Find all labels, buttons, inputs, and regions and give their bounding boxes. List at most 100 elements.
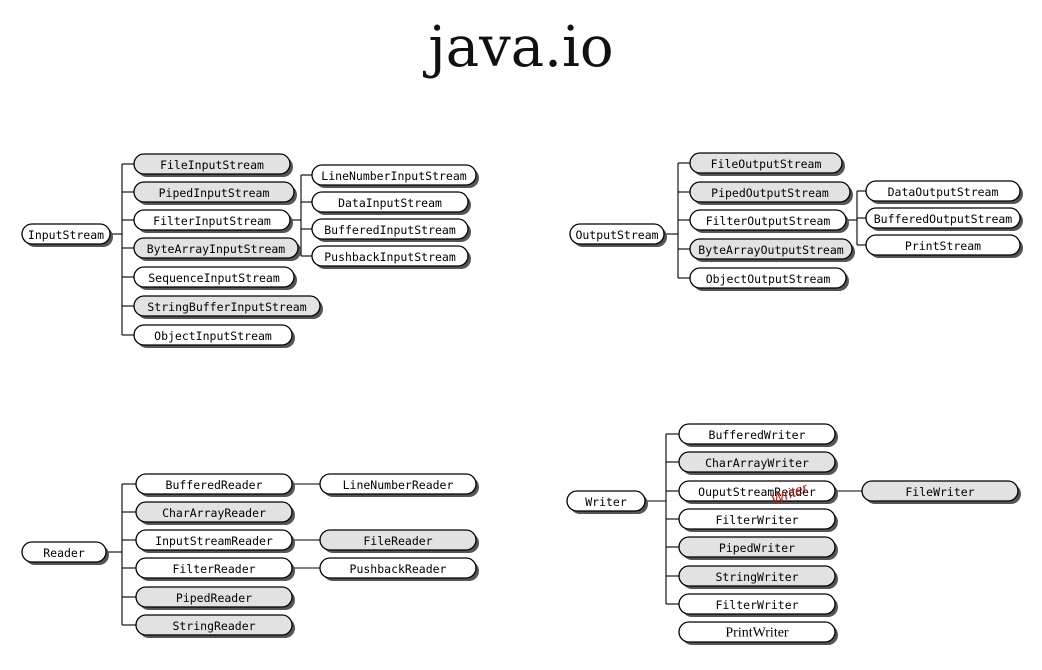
class-node-data-output-stream: DataOutputStream [865, 180, 1023, 204]
connectors [106, 162, 866, 626]
node-label: ByteArrayOutputStream [698, 243, 843, 257]
class-node-file-writer: FileWriter [861, 480, 1021, 504]
class-node-piped-input-stream: PipedInputStream [133, 181, 297, 205]
class-node-string-reader: StringReader [135, 614, 295, 638]
node-pill [678, 480, 836, 502]
node-label: BufferedInputStream [324, 223, 456, 237]
node-label: FilterReader [172, 562, 255, 576]
node-pill [133, 153, 291, 175]
class-node-input-stream: InputStream [21, 223, 113, 247]
node-pill [678, 536, 836, 558]
class-node-input-stream-reader: InputStreamReader [135, 529, 295, 553]
class-node-object-output-stream: ObjectOutputStream [689, 267, 849, 291]
node-pill [133, 324, 293, 346]
node-label: PipedWriter [719, 541, 795, 555]
node-pill [311, 164, 477, 186]
node-pill [135, 586, 293, 608]
node-pill [678, 621, 836, 643]
class-node-buffered-reader: BufferedReader [135, 473, 295, 497]
class-node-byte-array-output-stream: ByteArrayOutputStream [689, 238, 855, 262]
class-node-output-stream: OutputStream [569, 223, 667, 247]
class-node-filter-input-stream: FilterInputStream [133, 209, 293, 233]
node-pill [21, 541, 107, 563]
class-node-filter-writer: FilterWriter [678, 593, 838, 617]
class-node-line-number-reader: LineNumberReader [319, 473, 479, 497]
node-pill [566, 490, 646, 512]
node-pill [133, 181, 295, 203]
node-label: OuputStreamReader [698, 485, 816, 499]
node-pill [133, 266, 295, 288]
class-node-piped-reader: PipedReader [135, 586, 295, 610]
node-label: PushbackReader [350, 562, 447, 576]
node-pill [135, 473, 293, 495]
node-pill [311, 191, 469, 213]
diagram-title: java.io [428, 15, 614, 80]
node-label: InputStream [28, 228, 104, 242]
node-pill [135, 614, 293, 636]
node-pill [319, 473, 477, 495]
node-label: PrintWriter [725, 626, 789, 641]
node-label: ObjectInputStream [154, 329, 272, 343]
node-pill [678, 593, 836, 615]
node-pill [133, 209, 291, 231]
node-label: FilterInputStream [153, 214, 271, 228]
node-label: PipedOutputStream [711, 186, 829, 200]
class-node-pushback-input-stream: PushbackInputStream [311, 245, 471, 269]
node-label: PipedInputStream [159, 186, 270, 200]
class-node-data-input-stream: DataInputStream [311, 191, 471, 215]
class-node-sequence-input-stream: SequenceInputStream [133, 266, 297, 290]
node-label: PrintStream [905, 239, 981, 253]
node-pill [311, 245, 469, 267]
node-label: FileReader [363, 534, 432, 548]
node-label: ByteArrayInputStream [147, 242, 286, 256]
node-label: ObjectOutputStream [706, 272, 831, 286]
node-pill [865, 207, 1021, 229]
node-label: SequenceInputStream [148, 271, 280, 285]
node-label: FilterOutputStream [706, 214, 831, 228]
class-node-string-buffer-input-stream: StringBufferInputStream [133, 295, 323, 319]
node-label: BufferedWriter [709, 428, 806, 442]
node-pill [319, 529, 477, 551]
node-pill [865, 234, 1021, 256]
node-pill [311, 218, 469, 240]
node-label: LineNumberReader [343, 478, 454, 492]
node-pill [135, 557, 293, 579]
node-pill [678, 451, 836, 473]
class-node-writer: Writer [566, 490, 648, 514]
node-pill [569, 223, 665, 245]
class-node-piped-output-stream: PipedOutputStream [689, 181, 853, 205]
class-node-pushback-reader: PushbackReader [319, 557, 479, 581]
node-label: Reader [43, 546, 85, 560]
class-node-ouput-stream-reader: OuputStreamReader [678, 480, 838, 504]
class-node-filter-writer: FilterWriter [678, 508, 838, 532]
node-label: FileWriter [905, 485, 974, 499]
node-label: FileOutputStream [711, 157, 822, 171]
class-node-char-array-writer: CharArrayWriter [678, 451, 838, 475]
class-node-filter-output-stream: FilterOutputStream [689, 209, 849, 233]
node-pill [21, 223, 111, 245]
nodes: FileInputStreamPipedInputStreamFilterInp… [21, 152, 1023, 645]
class-node-file-output-stream: FileOutputStream [689, 152, 845, 176]
node-label: FilterWriter [715, 513, 798, 527]
class-node-byte-array-input-stream: ByteArrayInputStream [133, 237, 301, 261]
node-label: LineNumberInputStream [321, 169, 466, 183]
class-node-object-input-stream: ObjectInputStream [133, 324, 295, 348]
node-label: OutputStream [575, 228, 658, 242]
node-pill [689, 267, 847, 289]
class-node-file-reader: FileReader [319, 529, 479, 553]
node-pill [678, 565, 836, 587]
node-label: DataOutputStream [888, 185, 999, 199]
node-label: InputStreamReader [155, 534, 273, 548]
node-label: Writer [585, 495, 627, 509]
class-node-piped-writer: PipedWriter [678, 536, 838, 560]
node-pill [678, 508, 836, 530]
node-pill [319, 557, 477, 579]
class-node-file-input-stream: FileInputStream [133, 153, 293, 177]
class-node-print-writer: PrintWriter [678, 621, 838, 645]
class-node-line-number-input-stream: LineNumberInputStream [311, 164, 479, 188]
node-pill [133, 295, 321, 317]
node-pill [133, 237, 299, 259]
node-label: StringReader [172, 619, 255, 633]
class-node-print-stream: PrintStream [865, 234, 1023, 258]
